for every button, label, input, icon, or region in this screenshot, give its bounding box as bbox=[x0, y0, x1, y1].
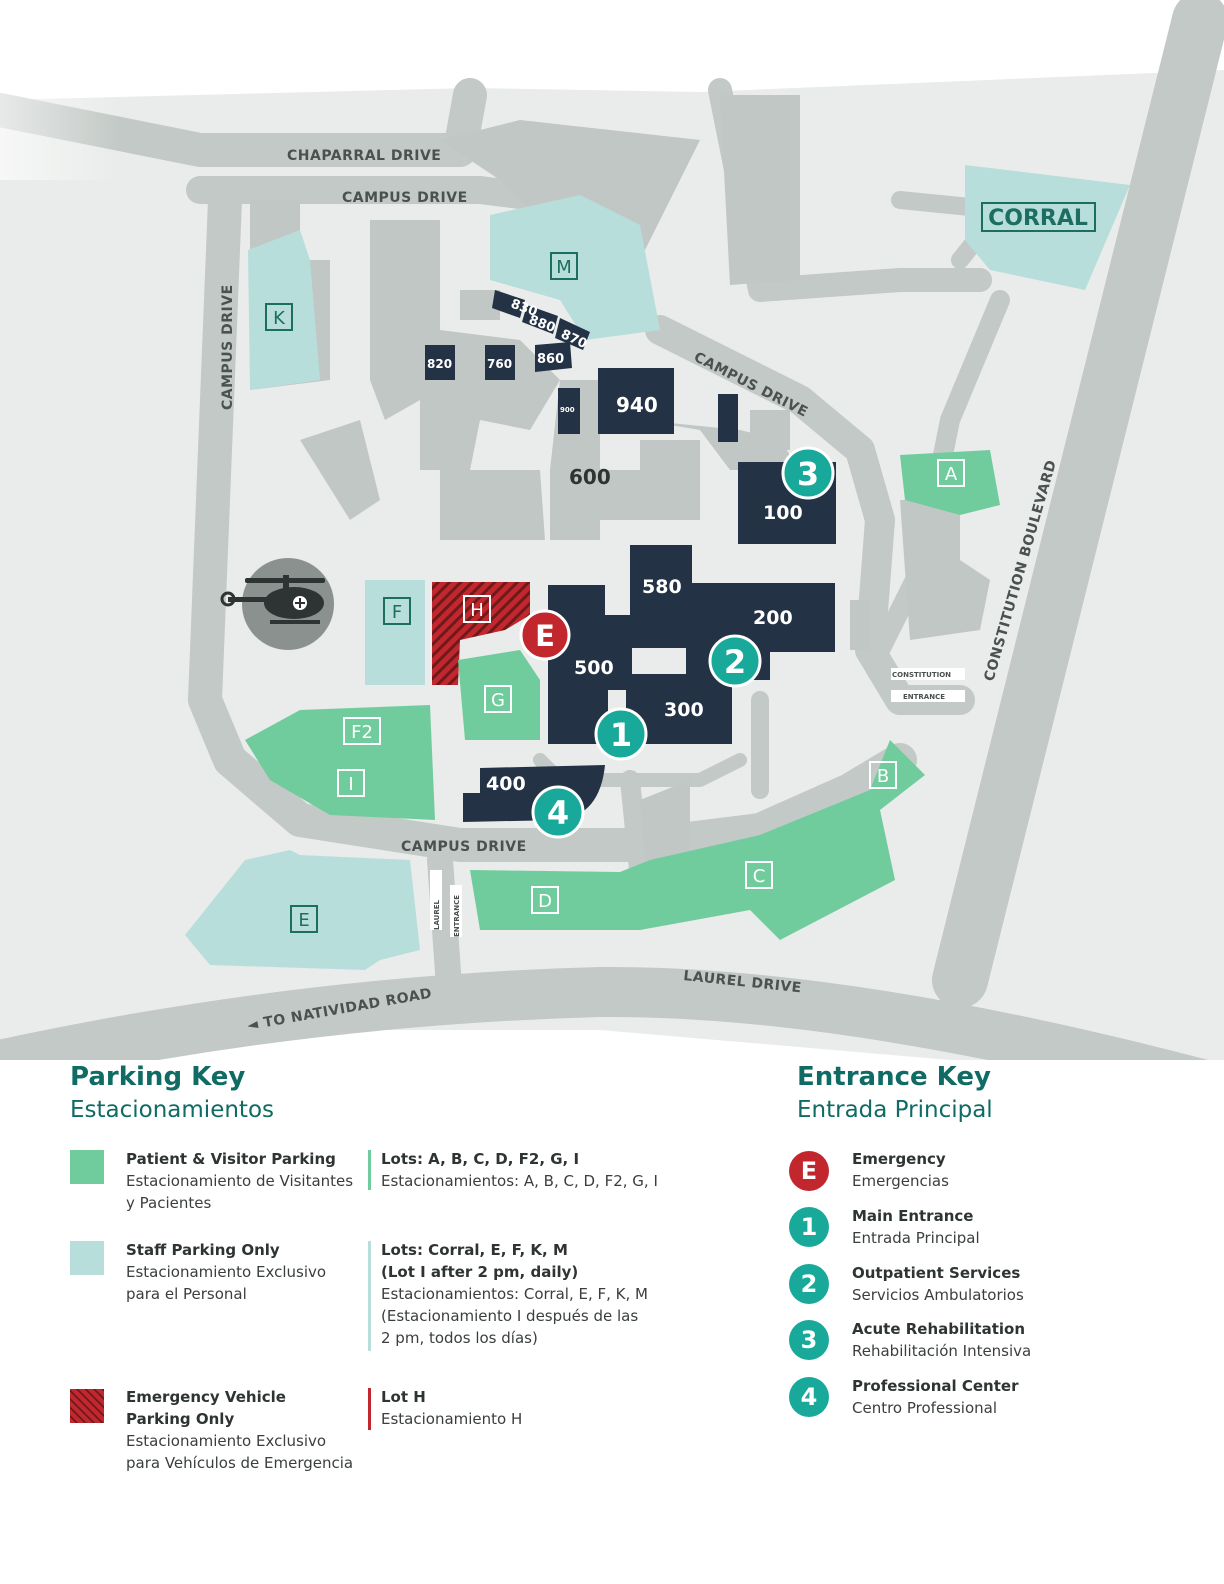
entrance-key-subtitle: Entrada Principal bbox=[797, 1097, 993, 1123]
patient-parking-swatch bbox=[70, 1150, 104, 1184]
building-200: 200 bbox=[753, 607, 793, 629]
professional-key-label: Professional Center Centro Professional bbox=[852, 1377, 1019, 1417]
lot-f2-i[interactable]: F2 I bbox=[245, 705, 435, 820]
entrance-key-title: Entrance Key bbox=[797, 1062, 991, 1092]
entrance-2-label: 2 bbox=[724, 643, 746, 681]
lot-corral-label: CORRAL bbox=[988, 206, 1088, 231]
building-940: 940 bbox=[616, 393, 658, 417]
entrance-4-label: 4 bbox=[547, 794, 569, 832]
lot-m-label: M bbox=[556, 257, 572, 278]
building-580: 580 bbox=[642, 576, 682, 598]
helipad bbox=[220, 558, 334, 650]
lot-f-label: F bbox=[392, 602, 402, 623]
building-860: 860 bbox=[537, 352, 564, 367]
entrance-emergency-marker[interactable]: E bbox=[519, 609, 571, 661]
staff-parking-bar bbox=[368, 1241, 371, 1351]
emergency-badge: E bbox=[789, 1151, 829, 1191]
lot-a[interactable]: A bbox=[900, 450, 1000, 515]
lot-m[interactable]: M bbox=[490, 195, 660, 340]
lot-b-c-d[interactable]: B C D bbox=[470, 740, 925, 940]
rehab-badge: 3 bbox=[789, 1320, 829, 1360]
emergency-parking-label: Emergency Vehicle Parking Only Estaciona… bbox=[126, 1388, 354, 1472]
staff-parking-lots: Lots: Corral, E, F, K, M (Lot I after 2 … bbox=[381, 1241, 648, 1347]
entrance-3-label: 3 bbox=[797, 455, 819, 493]
lot-g[interactable]: G bbox=[458, 650, 540, 740]
main-entrance-key-label: Main Entrance Entrada Principal bbox=[852, 1207, 980, 1247]
road-campus-drive-top: CAMPUS DRIVE bbox=[342, 190, 468, 206]
campus-map: CORRAL M K A F H G F2 I B bbox=[0, 0, 1224, 1060]
emergency-parking-bar bbox=[368, 1388, 371, 1430]
entrance-1-label: 1 bbox=[610, 716, 632, 754]
professional-badge: 4 bbox=[789, 1377, 829, 1417]
rehab-key-label: Acute Rehabilitation Rehabilitación Inte… bbox=[852, 1320, 1032, 1360]
lot-g-label: G bbox=[491, 690, 505, 711]
lot-f[interactable]: F bbox=[365, 580, 425, 685]
building-600: 600 bbox=[569, 465, 611, 489]
entrance-1-marker[interactable]: 1 bbox=[594, 707, 648, 761]
road-campus-drive-bottom: CAMPUS DRIVE bbox=[401, 839, 527, 855]
road-laurel-entrance-1: LAUREL bbox=[433, 899, 441, 930]
building-300: 300 bbox=[664, 699, 704, 721]
lot-e[interactable]: E bbox=[185, 850, 420, 970]
road-campus-drive-left: CAMPUS DRIVE bbox=[220, 284, 236, 410]
building-900: 900 bbox=[560, 406, 575, 414]
lot-k[interactable]: K bbox=[248, 230, 320, 390]
patient-parking-label: Patient & Visitor Parking Estacionamient… bbox=[126, 1150, 354, 1212]
parking-key-subtitle: Estacionamientos bbox=[70, 1097, 275, 1123]
lot-e-label: E bbox=[298, 910, 309, 931]
lot-h-label: H bbox=[470, 600, 484, 621]
staff-parking-label: Staff Parking Only Estacionamiento Exclu… bbox=[126, 1241, 327, 1303]
parking-key-title: Parking Key bbox=[70, 1062, 246, 1092]
lot-c-label: C bbox=[753, 866, 766, 887]
entrance-4-marker[interactable]: 4 bbox=[531, 785, 585, 839]
helicopter-icon bbox=[220, 575, 325, 624]
building-100: 100 bbox=[763, 502, 803, 524]
outpatient-badge: 2 bbox=[789, 1264, 829, 1304]
emergency-parking-swatch bbox=[70, 1389, 104, 1423]
lot-d-label: D bbox=[538, 891, 552, 912]
lot-b-label: B bbox=[877, 766, 889, 787]
main-entrance-badge: 1 bbox=[789, 1207, 829, 1247]
emergency-parking-lots: Lot H Estacionamiento H bbox=[381, 1388, 523, 1428]
lot-a-label: A bbox=[945, 464, 958, 485]
lot-h[interactable]: H bbox=[432, 582, 530, 685]
lot-corral[interactable]: CORRAL bbox=[965, 165, 1130, 290]
lot-f2-label: F2 bbox=[351, 722, 373, 743]
road-chaparral-drive: CHAPARRAL DRIVE bbox=[287, 148, 441, 164]
building-500: 500 bbox=[574, 657, 614, 679]
entrance-emergency-label: E bbox=[535, 619, 555, 653]
emergency-key-label: Emergency Emergencias bbox=[852, 1150, 949, 1190]
lot-i-label: I bbox=[348, 774, 353, 795]
road-constitution-entrance-2: ENTRANCE bbox=[903, 693, 945, 701]
building-760: 760 bbox=[487, 357, 512, 371]
building-820: 820 bbox=[427, 357, 452, 371]
lot-k-label: K bbox=[273, 308, 286, 329]
road-laurel-entrance-2: ENTRANCE bbox=[453, 895, 461, 937]
staff-parking-swatch bbox=[70, 1241, 104, 1275]
patient-parking-bar bbox=[368, 1150, 371, 1190]
road-constitution-entrance-1: CONSTITUTION bbox=[892, 671, 951, 679]
building-400: 400 bbox=[486, 773, 526, 795]
entrance-2-marker[interactable]: 2 bbox=[708, 634, 762, 688]
entrance-3-marker[interactable]: 3 bbox=[781, 446, 835, 500]
outpatient-key-label: Outpatient Services Servicios Ambulatori… bbox=[852, 1264, 1024, 1304]
patient-parking-lots: Lots: A, B, C, D, F2, G, I Estacionamien… bbox=[381, 1150, 658, 1190]
